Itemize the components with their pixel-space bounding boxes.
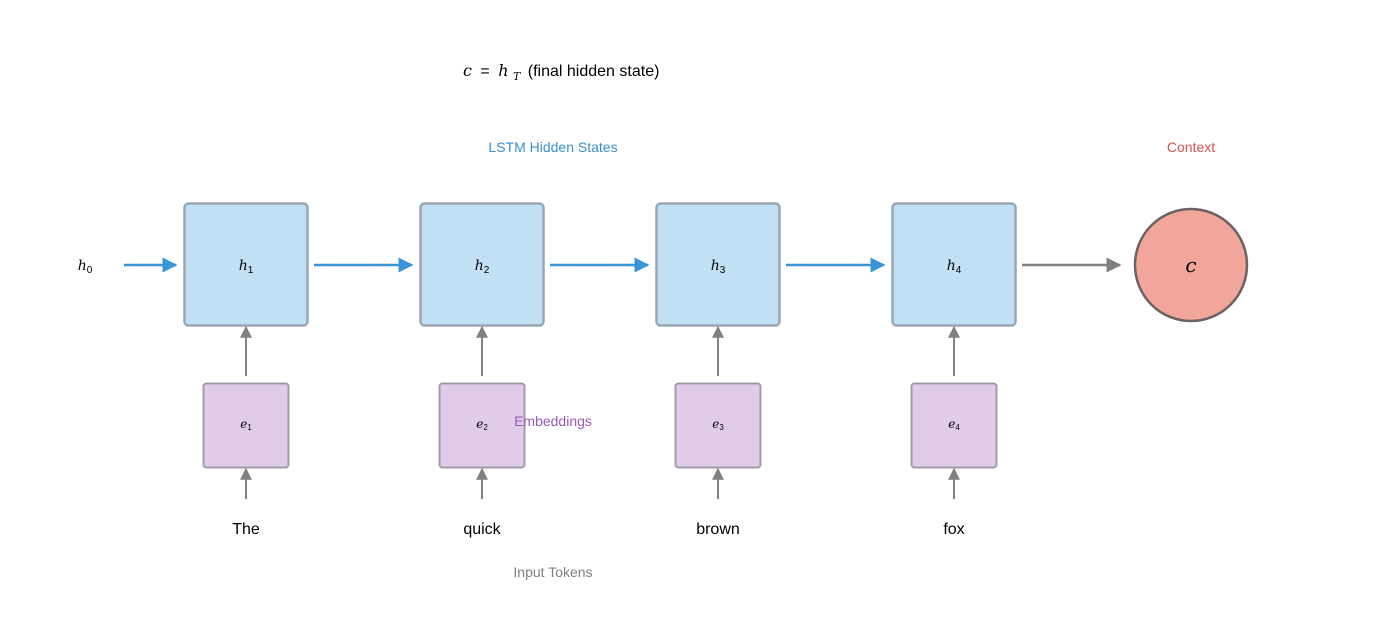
formula: c = h T (final hidden state) xyxy=(463,61,659,84)
svg-text:e1: e1 xyxy=(240,417,252,432)
formula-lhs: c xyxy=(463,61,472,80)
formula-h: h xyxy=(498,61,508,80)
input-tokens-label: Input Tokens xyxy=(513,564,592,580)
embedding-2: e2 xyxy=(438,382,526,469)
svg-text:h2: h2 xyxy=(475,258,490,276)
initial-state-sub: 0 xyxy=(87,265,93,276)
hidden-state-symbol: h xyxy=(947,258,956,274)
token-brown: brown xyxy=(696,521,740,538)
context-node: c xyxy=(1133,207,1249,323)
embedding-4: e4 xyxy=(910,382,998,469)
context-label: Context xyxy=(1167,139,1215,155)
formula-note: (final hidden state) xyxy=(528,63,660,80)
embedding-sub: 3 xyxy=(719,423,724,432)
hidden-state-symbol: h xyxy=(711,258,720,274)
embedding-sub: 1 xyxy=(247,423,252,432)
embedding-sub: 4 xyxy=(955,423,960,432)
formula-sub: T xyxy=(513,70,522,83)
embeddings-label: Embeddings xyxy=(514,413,592,429)
embedding-symbol: e xyxy=(712,417,719,431)
initial-state-symbol: h xyxy=(78,258,87,274)
formula-equals: = xyxy=(480,63,489,80)
embedding-symbol: e xyxy=(948,417,955,431)
context-symbol: c xyxy=(1185,253,1196,277)
embedding-1: e1 xyxy=(202,382,290,469)
embedding-symbol: e xyxy=(240,417,247,431)
svg-text:e2: e2 xyxy=(476,417,488,432)
hidden-state-symbol: h xyxy=(475,258,484,274)
token-quick: quick xyxy=(463,521,501,538)
svg-text:e3: e3 xyxy=(712,417,724,432)
token-fox: fox xyxy=(943,521,964,538)
embedding-3: e3 xyxy=(674,382,762,469)
hidden-state-symbol: h xyxy=(239,258,248,274)
embedding-symbol: e xyxy=(476,417,483,431)
hidden-states-label: LSTM Hidden States xyxy=(488,139,617,155)
hidden-state-sub: 4 xyxy=(956,265,962,276)
hidden-state-1: h1 xyxy=(183,202,309,327)
hidden-state-sub: 2 xyxy=(484,265,490,276)
svg-text:h1: h1 xyxy=(239,258,254,276)
initial-state-label: h0 xyxy=(78,258,93,276)
svg-text:h3: h3 xyxy=(711,258,726,276)
hidden-state-sub: 1 xyxy=(248,265,254,276)
hidden-state-2: h2 xyxy=(419,202,545,327)
hidden-state-4: h4 xyxy=(891,202,1017,327)
hidden-state-sub: 3 xyxy=(720,265,726,276)
hidden-state-3: h3 xyxy=(655,202,781,327)
embedding-sub: 2 xyxy=(483,423,488,432)
token-the: The xyxy=(232,521,260,538)
svg-text:e4: e4 xyxy=(948,417,960,432)
svg-text:h4: h4 xyxy=(947,258,962,276)
